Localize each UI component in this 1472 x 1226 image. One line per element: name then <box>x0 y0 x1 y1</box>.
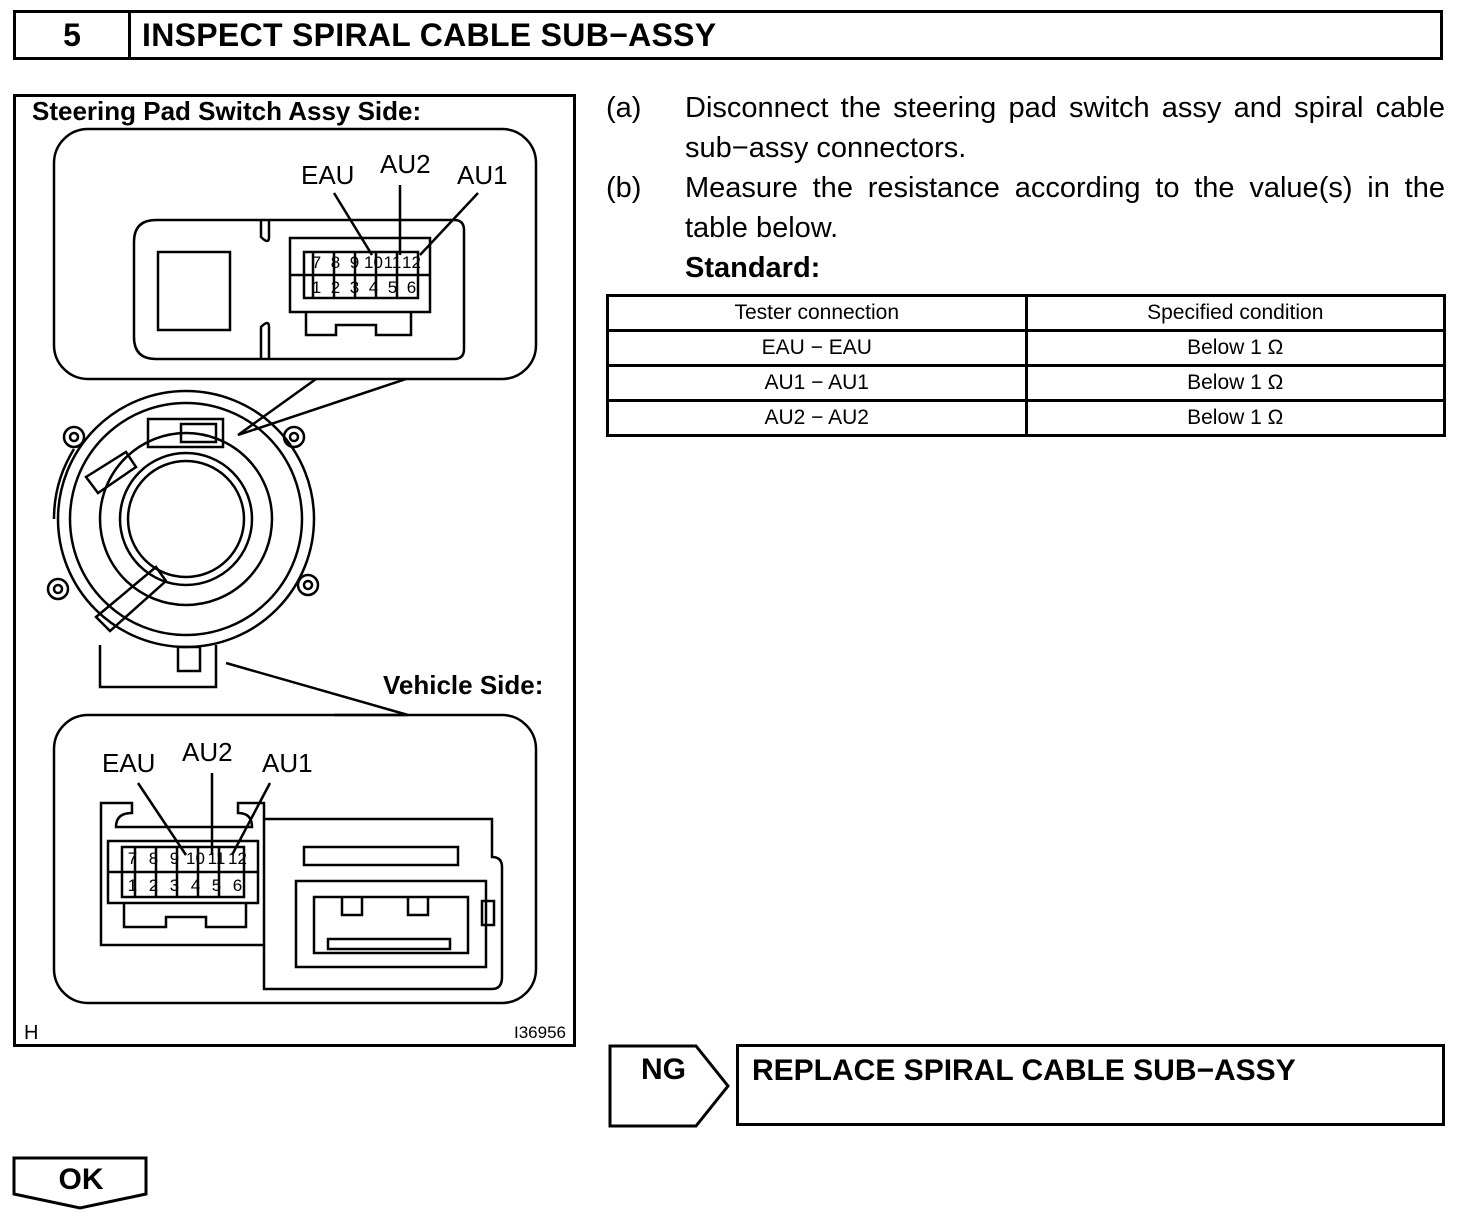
vehicle-side-label: Vehicle Side: <box>383 670 544 700</box>
pin-label: 5 <box>387 278 398 297</box>
step-title: INSPECT SPIRAL CABLE SUB−ASSY <box>142 16 717 53</box>
spec-table: Tester connection Specified condition EA… <box>606 294 1446 437</box>
ng-action-box: REPLACE SPIRAL CABLE SUB−ASSY <box>736 1044 1445 1126</box>
pin-label: 9 <box>169 849 180 868</box>
connector-drawing <box>46 127 538 1005</box>
step-b-text: Measure the resistance according to the … <box>685 172 1445 244</box>
pin-label: 10 <box>364 253 383 272</box>
standard-label: Standard: <box>685 252 821 284</box>
top-pin-eau: EAU <box>301 160 355 190</box>
pin-label: 7 <box>311 253 322 272</box>
table-header-row: Tester connection Specified condition <box>606 294 1446 332</box>
bottom-pin-eau: EAU <box>102 748 156 778</box>
table-cell: EAU − EAU <box>606 329 1028 367</box>
pin-label: 2 <box>148 876 159 895</box>
pin-label: 12 <box>228 849 247 868</box>
top-pin-au2: AU2 <box>380 149 431 179</box>
table-cell: Below 1 Ω <box>1024 364 1446 402</box>
bottom-connector-pins-lower: 1 2 3 4 5 6 <box>122 876 248 896</box>
pin-label: 1 <box>127 876 138 895</box>
ng-action-text: REPLACE SPIRAL CABLE SUB−ASSY <box>752 1054 1296 1087</box>
steering-side-label: Steering Pad Switch Assy Side: <box>32 96 422 126</box>
ng-arrow-shape <box>608 1044 730 1128</box>
pin-label: 9 <box>349 253 360 272</box>
connector-figure: Steering Pad Switch Assy Side: EAU AU2 A… <box>13 94 576 1047</box>
ok-arrow-shape <box>12 1156 148 1210</box>
column-header: Tester connection <box>606 294 1028 332</box>
figure-corner-letter: H <box>24 1022 39 1044</box>
column-header: Specified condition <box>1024 294 1446 332</box>
pin-label: 5 <box>211 876 222 895</box>
bottom-callout <box>52 713 538 1005</box>
pin-label: 3 <box>169 876 180 895</box>
pin-label: 7 <box>127 849 138 868</box>
bottom-pin-au2: AU2 <box>182 737 233 767</box>
pin-label: 11 <box>207 849 226 868</box>
step-a-letter: (a) <box>606 92 642 124</box>
step-number: 5 <box>16 13 131 57</box>
table-cell: Below 1 Ω <box>1024 399 1446 437</box>
pin-label: 6 <box>232 876 243 895</box>
pin-label: 4 <box>190 876 201 895</box>
bottom-connector-pins-upper: 7 8 9 10 11 12 <box>122 849 248 869</box>
pin-label: 10 <box>186 849 205 868</box>
pin-label: 11 <box>383 253 402 272</box>
pin-label: 12 <box>402 253 421 272</box>
table-cell: Below 1 Ω <box>1024 329 1446 367</box>
top-pin-au1: AU1 <box>457 160 508 190</box>
pin-label: 1 <box>311 278 322 297</box>
pin-label: 8 <box>330 253 341 272</box>
table-row: AU1 − AU1 Below 1 Ω <box>606 364 1446 402</box>
top-callout <box>52 127 538 381</box>
ok-label: OK <box>58 1163 104 1196</box>
step-a-text: Disconnect the steering pad switch assy … <box>685 92 1445 164</box>
pin-label: 3 <box>349 278 360 297</box>
pin-label: 8 <box>148 849 159 868</box>
figure-id: I36956 <box>514 1023 566 1042</box>
top-connector-pins-lower: 1 2 3 4 5 6 <box>307 278 421 298</box>
bottom-pin-au1: AU1 <box>262 748 313 778</box>
table-cell: AU1 − AU1 <box>606 364 1028 402</box>
step-b-letter: (b) <box>606 172 642 204</box>
table-row: EAU − EAU Below 1 Ω <box>606 329 1446 367</box>
step-header: 5 INSPECT SPIRAL CABLE SUB−ASSY <box>13 10 1443 60</box>
pin-label: 2 <box>330 278 341 297</box>
pin-label: 6 <box>406 278 417 297</box>
table-row: AU2 − AU2 Below 1 Ω <box>606 399 1446 437</box>
top-connector-pins-upper: 7 8 9 10 11 12 <box>307 253 421 273</box>
pin-label: 4 <box>368 278 379 297</box>
ng-label: NG <box>641 1053 686 1086</box>
table-cell: AU2 − AU2 <box>606 399 1028 437</box>
